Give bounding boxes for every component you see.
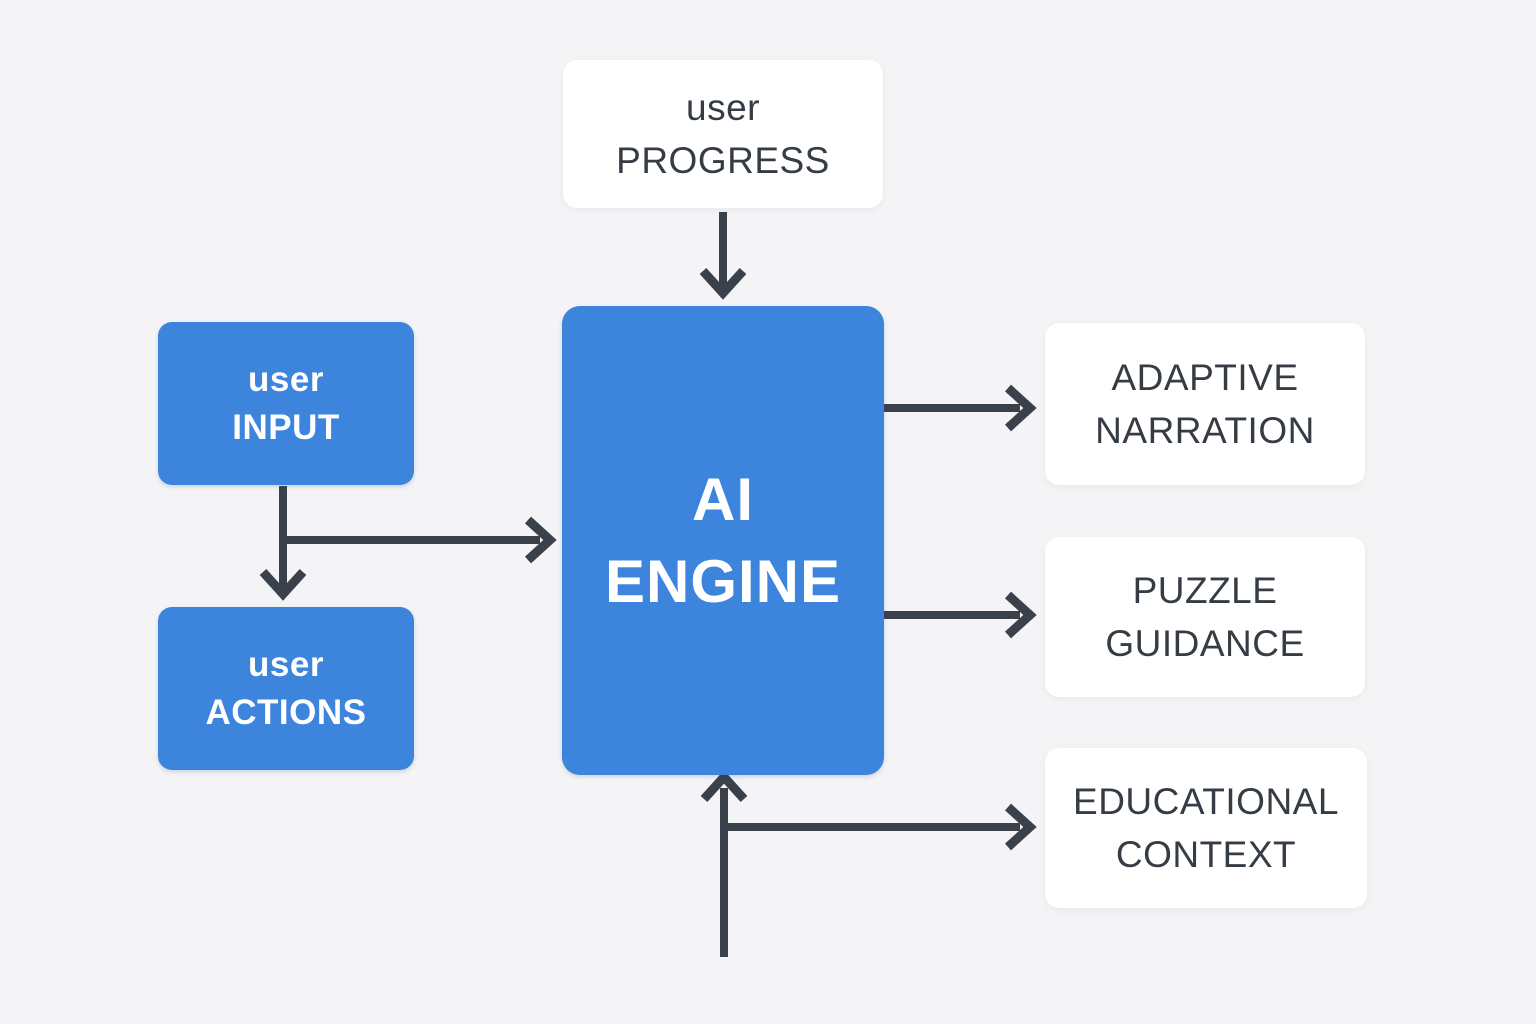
node-user-input: user INPUT	[158, 322, 414, 485]
node-user-input-line2: INPUT	[232, 407, 340, 447]
node-adaptive-narration-line2: NARRATION	[1095, 410, 1315, 451]
node-user-actions-line2: ACTIONS	[205, 692, 367, 732]
arrow-bottom-to-ai-engine	[700, 770, 748, 957]
node-puzzle-guidance: PUZZLE GUIDANCE	[1045, 537, 1365, 697]
arrow-user-progress-to-ai-engine	[699, 212, 747, 300]
node-ai-engine: AI ENGINE	[562, 306, 884, 775]
node-ai-engine-line2: ENGINE	[604, 547, 842, 615]
node-user-progress: user PROGRESS	[563, 60, 883, 208]
arrow-ai-engine-to-adaptive-narration	[884, 384, 1037, 432]
node-user-actions-line1: user	[248, 644, 324, 684]
node-educational-context-line1: EDUCATIONAL	[1073, 781, 1339, 822]
arrow-user-input-to-ai-engine	[283, 516, 557, 564]
node-ai-engine-line1: AI	[692, 465, 754, 533]
node-user-progress-line2: PROGRESS	[616, 140, 830, 181]
node-adaptive-narration-line1: ADAPTIVE	[1111, 357, 1299, 398]
node-puzzle-guidance-line2: GUIDANCE	[1105, 623, 1305, 664]
arrow-user-input-to-user-actions	[259, 486, 307, 601]
node-puzzle-guidance-line1: PUZZLE	[1132, 570, 1278, 611]
node-educational-context-line2: CONTEXT	[1115, 834, 1297, 875]
node-educational-context: EDUCATIONAL CONTEXT	[1045, 748, 1367, 908]
arrow-ai-engine-to-puzzle-guidance	[884, 591, 1037, 639]
node-user-input-line1: user	[248, 359, 324, 399]
node-adaptive-narration: ADAPTIVE NARRATION	[1045, 323, 1365, 485]
node-user-progress-line1: user	[686, 87, 760, 128]
node-user-actions: user ACTIONS	[158, 607, 414, 770]
arrow-bottom-to-educational-context	[724, 803, 1037, 851]
